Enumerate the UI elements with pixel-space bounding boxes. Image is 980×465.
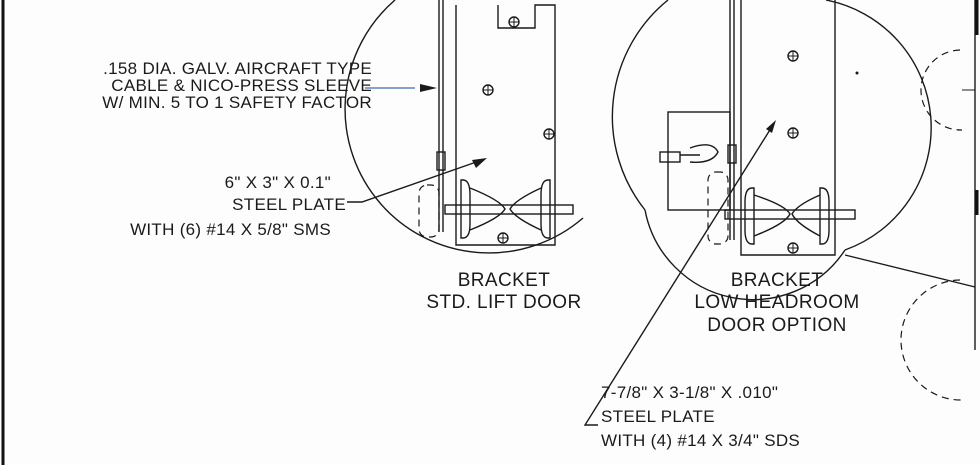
std-screw-4 <box>497 232 509 244</box>
std-detail-circle <box>344 0 584 254</box>
cable-note-line-1: .158 DIA. GALV. AIRCRAFT TYPE <box>103 59 372 78</box>
low-screw-2 <box>787 127 799 139</box>
std-pulley-right-flange <box>540 179 551 239</box>
cable-note-line-2: CABLE & NICO-PRESS SLEEVE <box>111 76 372 95</box>
partial-leader <box>844 254 976 288</box>
low-pulley-left-flange <box>744 187 755 245</box>
std-bracket-detail <box>344 0 584 254</box>
partial-dashed-arc-top <box>920 49 963 131</box>
low-screw-1 <box>787 50 799 62</box>
partial-right-detail <box>844 0 979 401</box>
low-screw-3 <box>787 242 799 254</box>
low-pulley-left-cone <box>753 194 791 237</box>
std-nico-sleeve <box>436 151 446 171</box>
low-detail-circle-left <box>611 0 669 211</box>
std-pulley-left-cone <box>469 187 506 231</box>
low-bolt-clip <box>689 144 719 163</box>
std-plate-arrow <box>472 158 487 168</box>
low-bolt-head <box>659 151 681 163</box>
low-mark-dot <box>855 71 859 75</box>
low-bracket-plate <box>740 0 836 256</box>
low-pulley-right-cone <box>791 194 821 237</box>
std-axle <box>444 204 574 215</box>
low-drum-hidden <box>707 171 729 245</box>
low-side-plate <box>667 111 731 211</box>
low-plate-note-line-1: 7-7/8" X 3-1/8" X .010" <box>601 383 778 402</box>
low-plate-leader <box>583 124 774 426</box>
low-bracket-detail <box>611 0 932 301</box>
std-bracket-title-line-2: STD. LIFT DOOR <box>426 292 581 313</box>
low-detail-circle-lower <box>644 209 846 301</box>
low-plate-note-line-3: WITH (4) #14 X 3/4" SDS <box>601 431 800 450</box>
std-screw-2 <box>482 84 494 96</box>
std-plate-note-line-2: STEEL PLATE <box>232 195 346 214</box>
low-pulley-right-flange <box>819 187 830 245</box>
std-bracket-plate <box>455 4 556 246</box>
low-plate-note-line-2: STEEL PLATE <box>601 407 715 426</box>
std-bracket-title-line-1: BRACKET <box>458 270 551 291</box>
low-bracket-title-line-1: BRACKET <box>731 270 824 291</box>
low-detail-circle-right <box>825 0 932 251</box>
std-plate-note-line-1: 6" X 3" X 0.1" <box>225 173 331 192</box>
std-plate-note-line-3: WITH (6) #14 X 5/8" SMS <box>130 220 331 239</box>
std-drum-hidden <box>418 184 440 238</box>
std-pulley-right-cone <box>509 187 542 231</box>
low-bracket-title-line-2: LOW HEADROOM <box>694 292 859 313</box>
std-screw-1 <box>508 16 520 28</box>
low-nico-sleeve <box>727 144 737 164</box>
cable-note-arrow <box>420 84 437 92</box>
std-plate-leader <box>347 159 483 203</box>
partial-dashed-arc-bottom <box>900 279 963 401</box>
std-screw-3 <box>543 128 555 140</box>
cable-note-line-3: W/ MIN. 5 TO 1 SAFETY FACTOR <box>102 93 372 112</box>
low-axle <box>724 209 856 220</box>
low-bracket-title-line-3: DOOR OPTION <box>707 315 847 336</box>
std-pulley-left-flange <box>460 179 471 239</box>
low-plate-arrow <box>766 120 776 133</box>
